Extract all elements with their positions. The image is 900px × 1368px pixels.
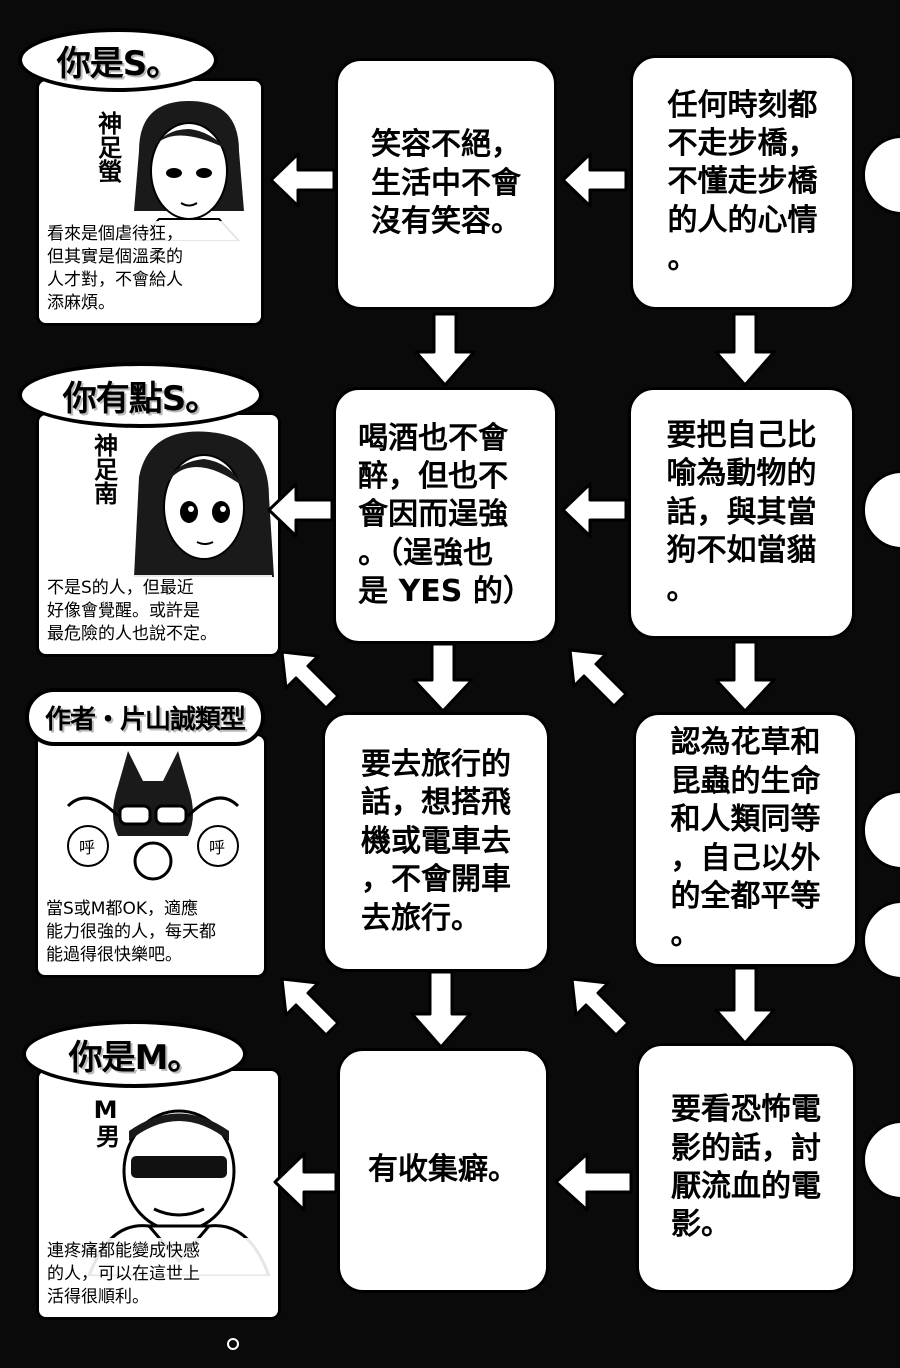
arrow-left-icon — [267, 482, 334, 538]
question-box-2: 笑容不絕， 生活中不會 沒有笑容。 — [335, 58, 557, 310]
bubble-left: 呼 — [79, 838, 95, 857]
character-illustration — [134, 431, 274, 577]
arrow-up-left-icon — [280, 977, 340, 1037]
character-name: 神足螢 — [93, 111, 122, 183]
question-text: 任何時刻都 不走步橋， 不懂走步橋 的人的心情 。 — [667, 87, 818, 277]
question-box-1: 任何時刻都 不走步橋， 不懂走步橋 的人的心情 。 — [630, 55, 855, 310]
edge-tab — [862, 470, 900, 550]
arrow-left-icon — [561, 152, 628, 208]
result-title: 你是S。 — [18, 28, 218, 92]
result-4: M男 連疼痛都能變成快感 的人，可以在這世上 活得很順利。 你是M。 — [22, 1020, 282, 1325]
question-text: 認為花草和 昆蟲的生命 和人類同等 ，自己以外 的全都平等 。 — [670, 725, 821, 953]
result-title: 你有點S。 — [18, 362, 263, 428]
arrow-up-left-icon — [570, 977, 630, 1037]
arrow-down-icon — [714, 312, 776, 387]
question-text: 要去旅行的 話，想搭飛 機或電車去 ，不會開車 去旅行。 — [361, 747, 511, 936]
arrow-up-left-icon — [568, 648, 628, 708]
bubble-right: 呼 — [209, 838, 225, 857]
question-text: 要看恐怖電 影的話，討 厭流血的電 影。 — [671, 1092, 821, 1243]
arrow-down-icon — [412, 642, 474, 713]
edge-tab — [862, 900, 900, 980]
result-title: 你是M。 — [22, 1020, 247, 1088]
result-2: 神足南 不是S的人，但最近 好像會覺醒。或許是 最危險的人也說不定。 你有點S。 — [18, 362, 281, 662]
arrow-down-icon — [410, 970, 472, 1049]
result-panel: 神足螢 看來是個虐待狂， 但其實是個溫柔的 人才對，不會給人 添麻煩。 — [36, 78, 264, 326]
result-1: 神足螢 看來是個虐待狂， 但其實是個溫柔的 人才對，不會給人 添麻煩。 你是S。 — [18, 28, 278, 328]
arrow-down-icon — [714, 640, 776, 713]
arrow-left-icon — [561, 482, 628, 538]
question-box-5: 認為花草和 昆蟲的生命 和人類同等 ，自己以外 的全都平等 。 — [633, 712, 858, 967]
arrow-left-icon — [273, 1152, 338, 1212]
character-illustration: 呼 呼 — [66, 751, 240, 881]
character-name: 神足南 — [89, 433, 118, 505]
arrow-left-icon — [269, 152, 336, 208]
edge-tab — [862, 790, 900, 870]
result-panel: 神足南 不是S的人，但最近 好像會覺醒。或許是 最危險的人也說不定。 — [36, 412, 281, 657]
question-text: 喝酒也不會 醉，但也不 會因而逞強 。（逞強也 是 YES 的） — [358, 420, 533, 610]
edge-tab — [862, 135, 900, 215]
arrow-down-icon — [414, 312, 476, 387]
arrow-left-icon — [554, 1152, 633, 1212]
result-description: 看來是個虐待狂， 但其實是個溫柔的 人才對，不會給人 添麻煩。 — [45, 221, 255, 317]
result-description: 不是S的人，但最近 好像會覺醒。或許是 最危險的人也說不定。 — [45, 575, 272, 648]
question-box-7: 要看恐怖電 影的話，討 厭流血的電 影。 — [636, 1043, 856, 1293]
result-panel: 呼 呼 當S或M都OK，適應 能力很強的人，每天都 能過得很快樂吧。 — [35, 733, 267, 978]
arrow-up-left-icon — [280, 650, 340, 710]
question-text: 笑容不絕， 生活中不會 沒有笑容。 — [371, 127, 521, 240]
edge-tab — [862, 1120, 900, 1200]
result-description: 連疼痛都能變成快感 的人，可以在這世上 活得很順利。 — [45, 1238, 272, 1311]
result-3: 呼 呼 當S或M都OK，適應 能力很強的人，每天都 能過得很快樂吧。 作者・片山… — [25, 688, 280, 988]
question-box-6: 要去旅行的 話，想搭飛 機或電車去 ，不會開車 去旅行。 — [322, 712, 550, 972]
question-text: 有收集癖。 — [368, 1152, 518, 1188]
question-box-4: 喝酒也不會 醉，但也不 會因而逞強 。（逞強也 是 YES 的） — [333, 387, 558, 644]
question-box-3: 要把自己比 喻為動物的 話，與其當 狗不如當貓 。 — [628, 387, 855, 639]
result-panel: M男 連疼痛都能變成快感 的人，可以在這世上 活得很順利。 — [36, 1068, 281, 1320]
footer-mark — [227, 1338, 239, 1350]
question-text: 要把自己比 喻為動物的 話，與其當 狗不如當貓 。 — [666, 418, 817, 607]
character-illustration — [134, 101, 244, 241]
result-title: 作者・片山誠類型 — [25, 688, 265, 746]
question-box-8: 有收集癖。 — [337, 1048, 549, 1293]
character-name: M男 — [91, 1096, 120, 1148]
arrow-down-icon — [714, 966, 776, 1045]
result-description: 當S或M都OK，適應 能力很強的人，每天都 能過得很快樂吧。 — [44, 896, 258, 969]
